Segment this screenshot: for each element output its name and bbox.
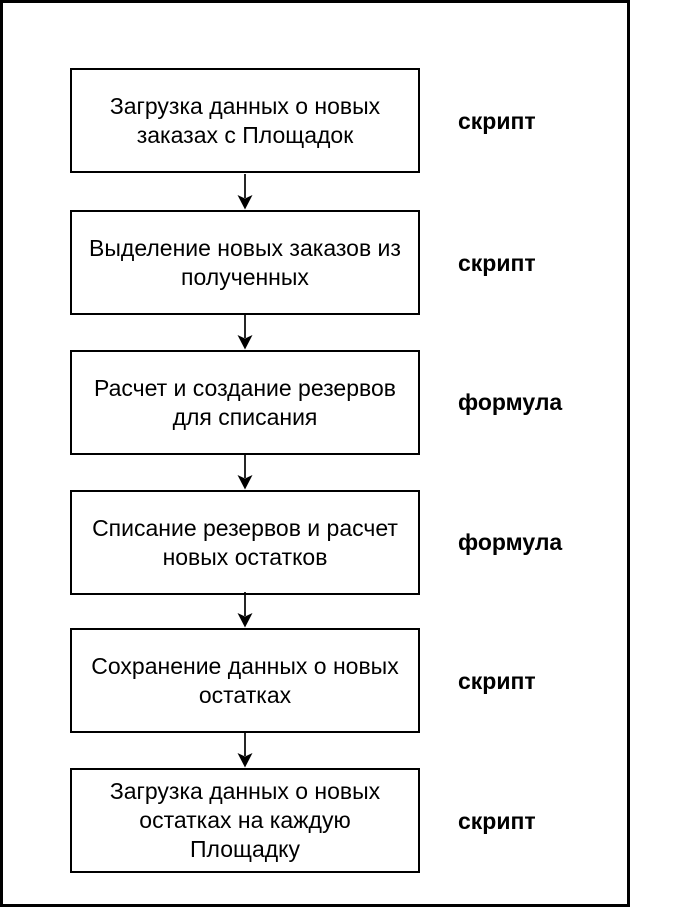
process-box-2-line: Выделение новых заказов из (89, 234, 401, 261)
process-box-4-line: новых остатков (162, 543, 328, 570)
process-box-5-text: Сохранение данных о новых остатках (91, 652, 398, 710)
process-box-3-text: Расчет и создание резервов для списания (94, 374, 396, 432)
annotation-label-6: скрипт (458, 808, 536, 834)
process-box-6-text: Загрузка данных о новых остатках на кажд… (110, 777, 380, 864)
process-box-6-line: Площадку (190, 836, 300, 862)
process-box-4-line: Списание резервов и расчет (92, 514, 398, 541)
flow-arrow-icon (237, 454, 253, 490)
process-box-5: Сохранение данных о новых остатках (70, 628, 420, 733)
flow-arrow-icon (237, 732, 253, 768)
flow-arrow-icon (237, 592, 253, 628)
process-box-1-text: Загрузка данных о новых заказах с Площад… (110, 92, 380, 150)
process-box-2-line: полученных (181, 263, 309, 290)
process-box-6-line: остатках на каждую (139, 807, 351, 833)
process-box-4-text: Списание резервов и расчет новых остатко… (92, 514, 398, 572)
annotation-label-3: формула (458, 389, 563, 415)
annotation-label-2: скрипт (458, 250, 536, 276)
process-box-2-text: Выделение новых заказов из полученных (89, 234, 401, 292)
process-box-6: Загрузка данных о новых остатках на кажд… (70, 768, 420, 873)
process-box-1-line: Загрузка данных о новых (109, 92, 381, 119)
process-box-1-line: заказах с Площадок (136, 121, 354, 148)
annotation-label-4: формула (458, 529, 563, 555)
process-box-1: Загрузка данных о новых заказах с Площад… (70, 68, 420, 173)
flow-arrow-icon (237, 174, 253, 210)
process-box-2: Выделение новых заказов из полученных (70, 210, 420, 315)
process-box-5-line: Сохранение данных о новых (91, 652, 399, 679)
annotation-label-5: скрипт (458, 668, 536, 694)
process-box-3-line: Расчет и создание резервов (94, 374, 396, 401)
annotation-label-1: скрипт (458, 108, 536, 134)
process-box-5-line: остатках (198, 681, 292, 708)
flow-arrow-icon (237, 314, 253, 350)
process-box-3: Расчет и создание резервов для списания (70, 350, 420, 455)
process-box-4: Списание резервов и расчет новых остатко… (70, 490, 420, 595)
process-box-6-line: Загрузка данных о новых (109, 778, 381, 804)
process-box-3-line: для списания (172, 403, 318, 430)
